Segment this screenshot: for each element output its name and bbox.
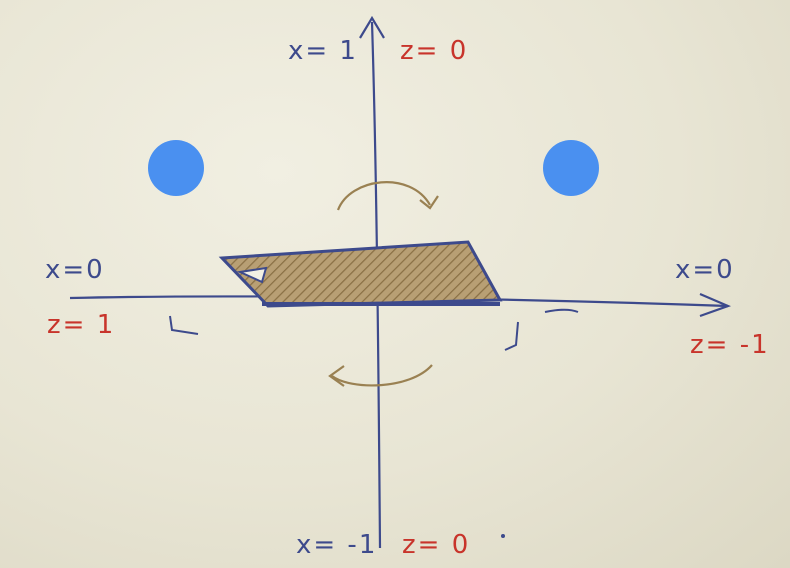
ink-dot [501, 534, 505, 538]
label-top-z: z= 0 [400, 36, 469, 66]
right-tick-mark [504, 321, 519, 351]
label-top-x: x= 1 [288, 36, 358, 66]
left-marker-dot [148, 140, 204, 196]
vertical-axis-arrowhead [359, 15, 385, 39]
rotation-arrow-bottom-head [328, 365, 345, 387]
label-left-z: z= 1 [47, 310, 116, 340]
label-bottom-x: x= -1 [296, 530, 378, 560]
horizontal-axis-arrowhead [699, 292, 732, 318]
vertical-axis [370, 21, 382, 549]
right-marker-dot [543, 140, 599, 196]
left-tick-mark [169, 315, 199, 335]
slab-white-notch [236, 266, 268, 284]
rotation-arrow-bottom [331, 364, 433, 387]
right-small-curve [544, 308, 579, 313]
rotation-arrow-top-head [419, 195, 439, 210]
label-bottom-z: z= 0 [402, 530, 471, 560]
label-left-x: x=0 [45, 255, 105, 285]
rotation-arrow-top [336, 181, 431, 211]
label-right-z: z= -1 [690, 330, 770, 360]
label-right-x: x=0 [675, 255, 735, 285]
hatched-slab [218, 240, 503, 308]
